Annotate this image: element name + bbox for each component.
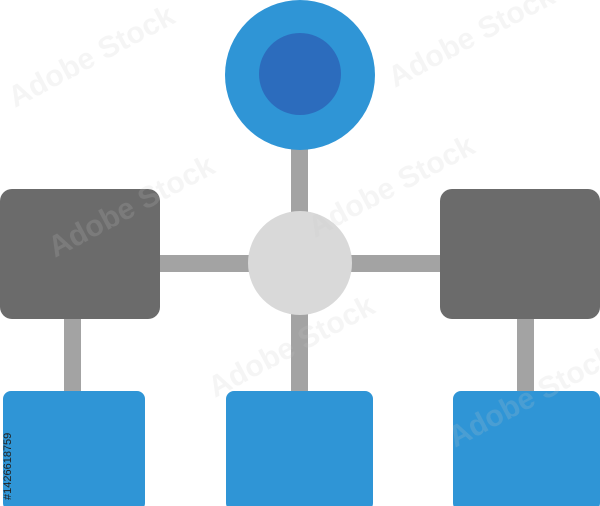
right-side-box [440, 189, 600, 319]
connector-lines [64, 140, 534, 395]
stock-id-label: #1426618759 [2, 432, 14, 500]
bottom-middle-box [226, 391, 373, 506]
connector-right-vertical [517, 315, 534, 395]
bottom-right-box [453, 391, 600, 506]
connector-top-vertical [291, 140, 308, 220]
connector-right-horizontal [345, 255, 445, 272]
connector-middle-vertical [291, 310, 308, 395]
connector-left-horizontal [155, 255, 255, 272]
top-node-inner-circle [259, 33, 341, 115]
hub-circle [248, 211, 352, 315]
bottom-left-box [3, 391, 145, 506]
connector-left-vertical [64, 315, 81, 395]
left-side-box [0, 189, 160, 319]
